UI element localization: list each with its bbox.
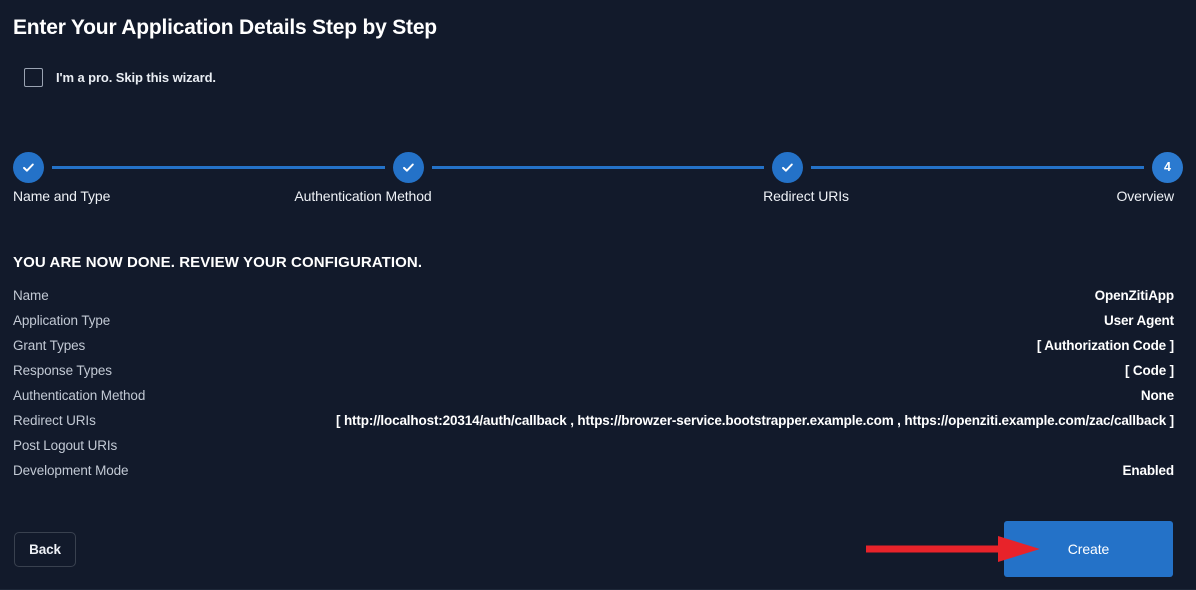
stepper-connector-1 [52,166,385,169]
step-label-name-and-type[interactable]: Name and Type [13,188,111,204]
step-node-authentication-method[interactable] [392,152,424,183]
summary-row-grant-types: Grant Types [ Authorization Code ] [13,338,1174,363]
check-icon [401,160,416,175]
step-label-redirect-uris[interactable]: Redirect URIs [763,188,849,204]
skip-wizard-checkbox[interactable] [24,68,43,87]
skip-wizard-label: I'm a pro. Skip this wizard. [56,70,216,85]
check-icon [780,160,795,175]
stepper-connector-2 [431,166,765,169]
summary-row-response-types: Response Types [ Code ] [13,363,1174,388]
summary-value: None [1140,388,1174,403]
summary-label: Response Types [13,363,112,378]
summary-row-development-mode: Development Mode Enabled [13,463,1174,488]
summary-label: Development Mode [13,463,129,478]
stepper-connector-3 [811,166,1145,169]
summary-row-post-logout-uris: Post Logout URIs [13,438,1174,463]
stepper-labels: Name and Type Authentication Method Redi… [13,188,1183,212]
summary-label: Post Logout URIs [13,438,118,453]
summary-label: Redirect URIs [13,413,96,428]
step-number-label: 4 [1164,160,1171,175]
summary-value: User Agent [1103,313,1174,328]
summary-value: [ Authorization Code ] [1036,338,1174,353]
create-button[interactable]: Create [1004,521,1173,577]
check-icon [21,160,36,175]
summary-value: [ Code ] [1124,363,1174,378]
step-node-overview[interactable]: 4 [1152,152,1184,183]
wizard-stepper: 4 Name and Type Authentication Method Re… [0,152,1196,214]
step-node-redirect-uris[interactable] [772,152,804,183]
back-button[interactable]: Back [14,532,76,567]
summary-label: Grant Types [13,338,86,353]
configuration-summary: Name OpenZitiApp Application Type User A… [13,288,1174,488]
summary-value: OpenZitiApp [1094,288,1174,303]
summary-label: Application Type [13,313,111,328]
step-label-overview[interactable]: Overview [1116,188,1174,204]
summary-row-name: Name OpenZitiApp [13,288,1174,313]
page-title: Enter Your Application Details Step by S… [13,16,437,39]
review-heading: YOU ARE NOW DONE. REVIEW YOUR CONFIGURAT… [13,254,423,271]
summary-label: Authentication Method [13,388,146,403]
step-label-authentication-method[interactable]: Authentication Method [294,188,432,204]
summary-value: Enabled [1122,463,1174,478]
step-node-name-and-type[interactable] [13,152,44,183]
summary-value: [ http://localhost:20314/auth/callback ,… [336,413,1174,428]
summary-row-authentication-method: Authentication Method None [13,388,1174,413]
stepper-track: 4 [13,152,1184,183]
skip-wizard-row[interactable]: I'm a pro. Skip this wizard. [24,68,216,87]
summary-row-redirect-uris: Redirect URIs [ http://localhost:20314/a… [13,413,1174,438]
summary-label: Name [13,288,49,303]
summary-row-application-type: Application Type User Agent [13,313,1174,338]
